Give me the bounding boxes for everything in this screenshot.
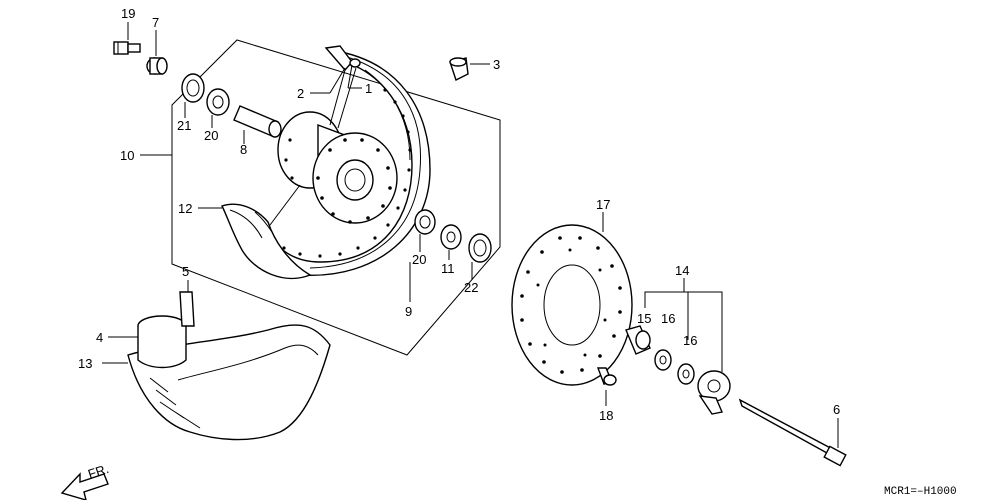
callout-5: 5 bbox=[182, 264, 189, 279]
wheel-hub[interactable] bbox=[277, 111, 398, 224]
callout-3: 3 bbox=[493, 57, 500, 72]
fender-stay-collar[interactable] bbox=[137, 291, 195, 369]
bearing-20-left[interactable] bbox=[206, 88, 230, 116]
callout-14: 14 bbox=[675, 263, 689, 278]
callout-10: 10 bbox=[120, 148, 134, 163]
washer-16-b[interactable] bbox=[677, 363, 695, 385]
callout-7: 7 bbox=[152, 15, 159, 30]
front-direction-arrow-icon bbox=[60, 472, 109, 500]
seal-22[interactable] bbox=[468, 233, 492, 263]
brake-disc-holes bbox=[520, 236, 622, 374]
callout-4: 4 bbox=[96, 330, 103, 345]
callout-1: 1 bbox=[365, 81, 372, 96]
callout-12: 12 bbox=[178, 201, 192, 216]
callout-17: 17 bbox=[596, 197, 610, 212]
callout-21: 21 bbox=[177, 118, 191, 133]
bolt-19[interactable] bbox=[113, 41, 141, 55]
collar-7[interactable] bbox=[146, 57, 168, 75]
drawing-code: MCR1=–H1000 bbox=[884, 486, 957, 498]
spacer-8[interactable] bbox=[233, 105, 282, 138]
brake-disc[interactable] bbox=[511, 224, 633, 386]
callout-18: 18 bbox=[599, 408, 613, 423]
callout-20-a: 20 bbox=[204, 128, 218, 143]
callout-16-b: 16 bbox=[683, 333, 697, 348]
callout-22: 22 bbox=[464, 280, 478, 295]
speedometer-gear-15[interactable] bbox=[625, 325, 651, 355]
assembly-frame bbox=[171, 39, 501, 356]
leader-lines bbox=[102, 22, 839, 448]
hub-bolt-holes bbox=[284, 138, 392, 224]
axle-6[interactable] bbox=[738, 398, 847, 467]
callout-16-a: 16 bbox=[661, 311, 675, 326]
callout-2: 2 bbox=[297, 86, 304, 101]
disc-bolt-18[interactable] bbox=[596, 367, 617, 386]
bearing-20-right[interactable] bbox=[414, 209, 436, 235]
direction-marker-text: FR. bbox=[86, 461, 111, 482]
callout-15: 15 bbox=[637, 311, 651, 326]
seal-21[interactable] bbox=[181, 73, 205, 103]
distance-collar-11[interactable] bbox=[440, 224, 462, 250]
balance-weight[interactable] bbox=[324, 45, 361, 72]
valve-3[interactable] bbox=[449, 57, 469, 81]
callout-labels: 1 2 3 4 5 6 7 8 9 10 11 12 13 14 15 16 1… bbox=[78, 6, 840, 423]
washer-16-a[interactable] bbox=[654, 349, 672, 371]
tire-section[interactable] bbox=[221, 203, 312, 280]
callout-13: 13 bbox=[78, 356, 92, 371]
callout-8: 8 bbox=[240, 142, 247, 157]
callout-6: 6 bbox=[833, 402, 840, 417]
gearbox-14[interactable] bbox=[697, 370, 731, 415]
callout-9: 9 bbox=[405, 304, 412, 319]
wheel-spokes bbox=[269, 67, 357, 226]
callout-11: 11 bbox=[441, 261, 455, 276]
callout-20-b: 20 bbox=[412, 252, 426, 267]
rim-holes bbox=[282, 88, 412, 258]
callout-19: 19 bbox=[121, 6, 135, 21]
